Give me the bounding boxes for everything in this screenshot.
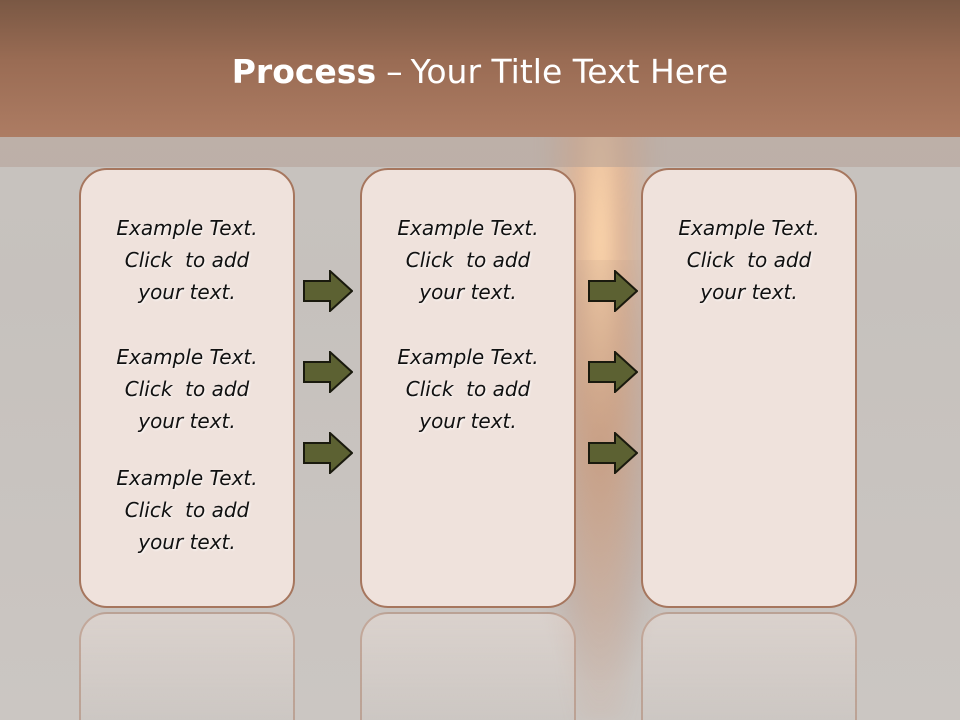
right-arrow-icon[interactable] [588, 270, 638, 312]
process-box-2[interactable]: Example Text. Click to add your text. Ex… [360, 168, 576, 608]
box-reflection [641, 612, 857, 720]
text-line: Click to add [405, 377, 531, 401]
text-line: Click to add [124, 377, 250, 401]
title-bold: Process [231, 52, 377, 91]
text-block[interactable]: Example Text. Click to add your text. [81, 341, 293, 437]
process-box-3[interactable]: Example Text. Click to add your text. [641, 168, 857, 608]
text-line: Example Text. [397, 345, 539, 369]
text-block[interactable]: Example Text. Click to add your text. [643, 212, 855, 308]
text-block[interactable]: Example Text. Click to add your text. [362, 212, 574, 308]
text-line: Example Text. [397, 216, 539, 240]
text-block[interactable]: Example Text. Click to add your text. [81, 212, 293, 308]
text-line: Click to add [124, 498, 250, 522]
text-line: your text. [419, 280, 517, 304]
text-line: Click to add [405, 248, 531, 272]
text-line: your text. [138, 409, 236, 433]
right-arrow-icon[interactable] [303, 432, 353, 474]
text-line: Click to add [124, 248, 250, 272]
box-reflection [360, 612, 576, 720]
text-line: your text. [700, 280, 798, 304]
text-line: your text. [138, 530, 236, 554]
right-arrow-icon[interactable] [303, 270, 353, 312]
text-line: Click to add [686, 248, 812, 272]
right-arrow-icon[interactable] [588, 432, 638, 474]
header-band [0, 0, 960, 137]
process-box-1[interactable]: Example Text. Click to add your text. Ex… [79, 168, 295, 608]
title-text: Your Title Text Here [410, 52, 729, 91]
right-arrow-icon[interactable] [588, 351, 638, 393]
text-line: Example Text. [678, 216, 820, 240]
text-line: your text. [419, 409, 517, 433]
right-arrow-icon[interactable] [303, 351, 353, 393]
header-strip [0, 137, 960, 167]
text-block[interactable]: Example Text. Click to add your text. [81, 462, 293, 558]
title-separator: – [386, 52, 403, 91]
slide-title[interactable]: Process–Your Title Text Here [0, 52, 960, 91]
text-line: Example Text. [116, 466, 258, 490]
text-block[interactable]: Example Text. Click to add your text. [362, 341, 574, 437]
text-line: your text. [138, 280, 236, 304]
text-line: Example Text. [116, 345, 258, 369]
box-reflection [79, 612, 295, 720]
text-line: Example Text. [116, 216, 258, 240]
